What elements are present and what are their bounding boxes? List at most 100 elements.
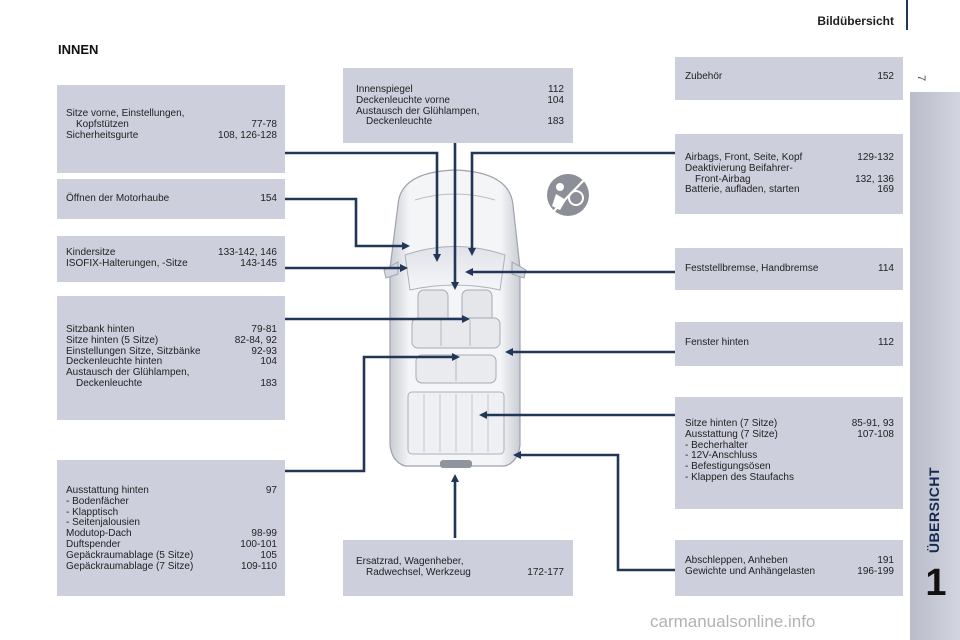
entry-page: 143-145 [240, 257, 277, 269]
entry-page: 154 [260, 193, 277, 204]
entry-label: Deckenleuchte [76, 377, 143, 389]
entry-page: 105 [260, 549, 277, 561]
page-header-title: Bildübersicht [817, 14, 894, 28]
entry-page: 172-177 [527, 566, 564, 578]
entry-page: 196-199 [857, 565, 894, 577]
entry-label: - 12V-Anschluss [685, 450, 758, 462]
entry-page: 112 [548, 84, 564, 95]
entry-label: Fenster hinten [685, 337, 749, 348]
entry-label: - Klapptisch [66, 506, 119, 518]
entry-label: Front-Airbag [695, 173, 751, 185]
entry-page: 132, 136 [855, 173, 894, 185]
header-divider [906, 0, 908, 30]
entry-label: Radwechsel, Werkzeug [366, 566, 471, 578]
entry-label: Innenspiegel [356, 84, 413, 95]
chapter-side-tab [910, 92, 960, 640]
entry-page: 191 [877, 555, 894, 566]
entry-label: Ersatzrad, Wagenheber, [356, 556, 464, 567]
entry-label: Modutop-Dach [66, 528, 132, 540]
entry-page: 98-99 [251, 528, 277, 540]
box-airbags: Airbags, Front, Seite, Kopf 129-132 Deakt… [675, 134, 903, 214]
entry-label: Einstellungen Sitze, Sitzbänke [66, 345, 201, 357]
entry-label: Ausstattung (7 Sitze) [685, 428, 778, 440]
entry-label: Sicherheitsgurte [66, 129, 139, 141]
entry-page: 133-142, 146 [218, 247, 277, 258]
section-title: INNEN [58, 42, 99, 57]
box-rear-seats-7: Sitze hinten (7 Sitze) 85-91, 93 Ausstatt… [675, 397, 903, 509]
watermark: carmanualsonline.info [650, 612, 816, 631]
entry-label: Duftspender [66, 538, 121, 550]
entry-page [888, 164, 894, 175]
entry-page: 109-110 [241, 560, 277, 572]
box-rear-equipment: Ausstattung hinten 97 - Bodenfächer - Kla… [57, 460, 285, 596]
entry-page: 108, 126-128 [218, 129, 277, 141]
entry-label: Austausch der Glühlampen, [66, 367, 190, 379]
entry-label: Ausstattung hinten [66, 485, 149, 496]
entry-label: Abschleppen, Anheben [685, 555, 788, 566]
entry-page: 169 [877, 184, 894, 196]
box-child-seats: Kindersitze 133-142, 146 ISOFIX-Halterung… [57, 236, 285, 282]
box-spare-wheel: Ersatzrad, Wagenheber, Radwechsel, Werkz… [343, 540, 573, 596]
entry-page [888, 451, 894, 462]
entry-page: 114 [878, 263, 894, 274]
leader-lines [285, 143, 675, 572]
box-accessories: Zubehör 152 [675, 57, 903, 100]
entry-label: Kindersitze [66, 247, 116, 258]
entry-label: Deaktivierung Beifahrer- [685, 162, 793, 174]
entry-label: Deckenleuchte vorne [356, 94, 450, 106]
entry-page: 112 [878, 337, 894, 348]
box-bonnet: Öffnen der Motorhaube 154 [57, 179, 285, 219]
entry-label: Gepäckraumablage (5 Sitze) [66, 549, 194, 561]
entry-label: Airbags, Front, Seite, Kopf [685, 152, 803, 163]
entry-label: Feststellbremse, Handbremse [685, 263, 819, 274]
airbag-off-icon [547, 174, 589, 216]
entry-page [888, 462, 894, 473]
entry-page: 104 [260, 356, 277, 368]
entry-label: Deckenleuchte [366, 116, 433, 128]
box-front-seats: Sitze vorne, Einstellungen, Kopfstützen 7… [57, 85, 285, 173]
box-parking-brake: Feststellbremse, Handbremse 114 [675, 248, 903, 290]
entry-page: 79-81 [251, 324, 277, 335]
entry-label: Gewichte und Anhängelasten [685, 565, 816, 577]
entry-page: 85-91, 93 [851, 418, 894, 429]
entry-label: ISOFIX-Halterungen, -Sitze [66, 257, 188, 269]
entry-label: - Bodenfächer [66, 495, 129, 507]
entry-label: Sitze hinten (5 Sitze) [66, 334, 159, 346]
entry-page: 82-84, 92 [234, 334, 277, 346]
entry-page: 104 [547, 94, 564, 106]
entry-label: Sitze vorne, Einstellungen, [66, 108, 185, 119]
entry-page: 183 [547, 116, 564, 128]
entry-page: 77-78 [251, 118, 277, 130]
entry-page [888, 473, 894, 484]
chapter-number: 1 [925, 562, 947, 604]
entry-page [888, 441, 894, 452]
entry-label: Austausch der Glühlampen, [356, 105, 480, 117]
entry-label: Zubehör [685, 71, 723, 82]
entry-label: - Becherhalter [685, 439, 748, 451]
entry-page: 100-101 [240, 538, 277, 550]
entry-label: - Befestigungsösen [685, 461, 771, 473]
entry-label: - Klappen des Staufachs [685, 471, 794, 483]
box-interior-mirror: Innenspiegel 112 Deckenleuchte vorne 104 A… [343, 68, 573, 143]
entry-label: Sitze hinten (7 Sitze) [685, 418, 778, 429]
entry-label: Batterie, aufladen, starten [685, 184, 800, 196]
box-towing: Abschleppen, Anheben 191 Gewichte und Anh… [675, 540, 903, 596]
entry-label: Gepäckraumablage (7 Sitze) [66, 560, 194, 572]
entry-label: - Seitenjalousien [66, 517, 140, 529]
entry-page [271, 497, 277, 508]
entry-label: Öffnen der Motorhaube [66, 193, 170, 204]
entry-page: 152 [877, 71, 894, 82]
entry-label: Deckenleuchte hinten [66, 356, 163, 368]
entry-label: Sitzbank hinten [66, 324, 135, 335]
entry-page: 183 [260, 377, 277, 389]
box-rear-windows: Fenster hinten 112 [675, 322, 903, 366]
leader-arrowheads [400, 242, 521, 482]
box-rear-bench: Sitzbank hinten 79-81 Sitze hinten (5 Sit… [57, 296, 285, 420]
entry-page [271, 508, 277, 519]
entry-page: 97 [265, 485, 277, 496]
entry-page: 92-93 [251, 345, 277, 357]
entry-page: 107-108 [857, 428, 894, 440]
entry-page: 129-132 [857, 152, 894, 163]
entry-label: Kopfstützen [76, 118, 129, 130]
